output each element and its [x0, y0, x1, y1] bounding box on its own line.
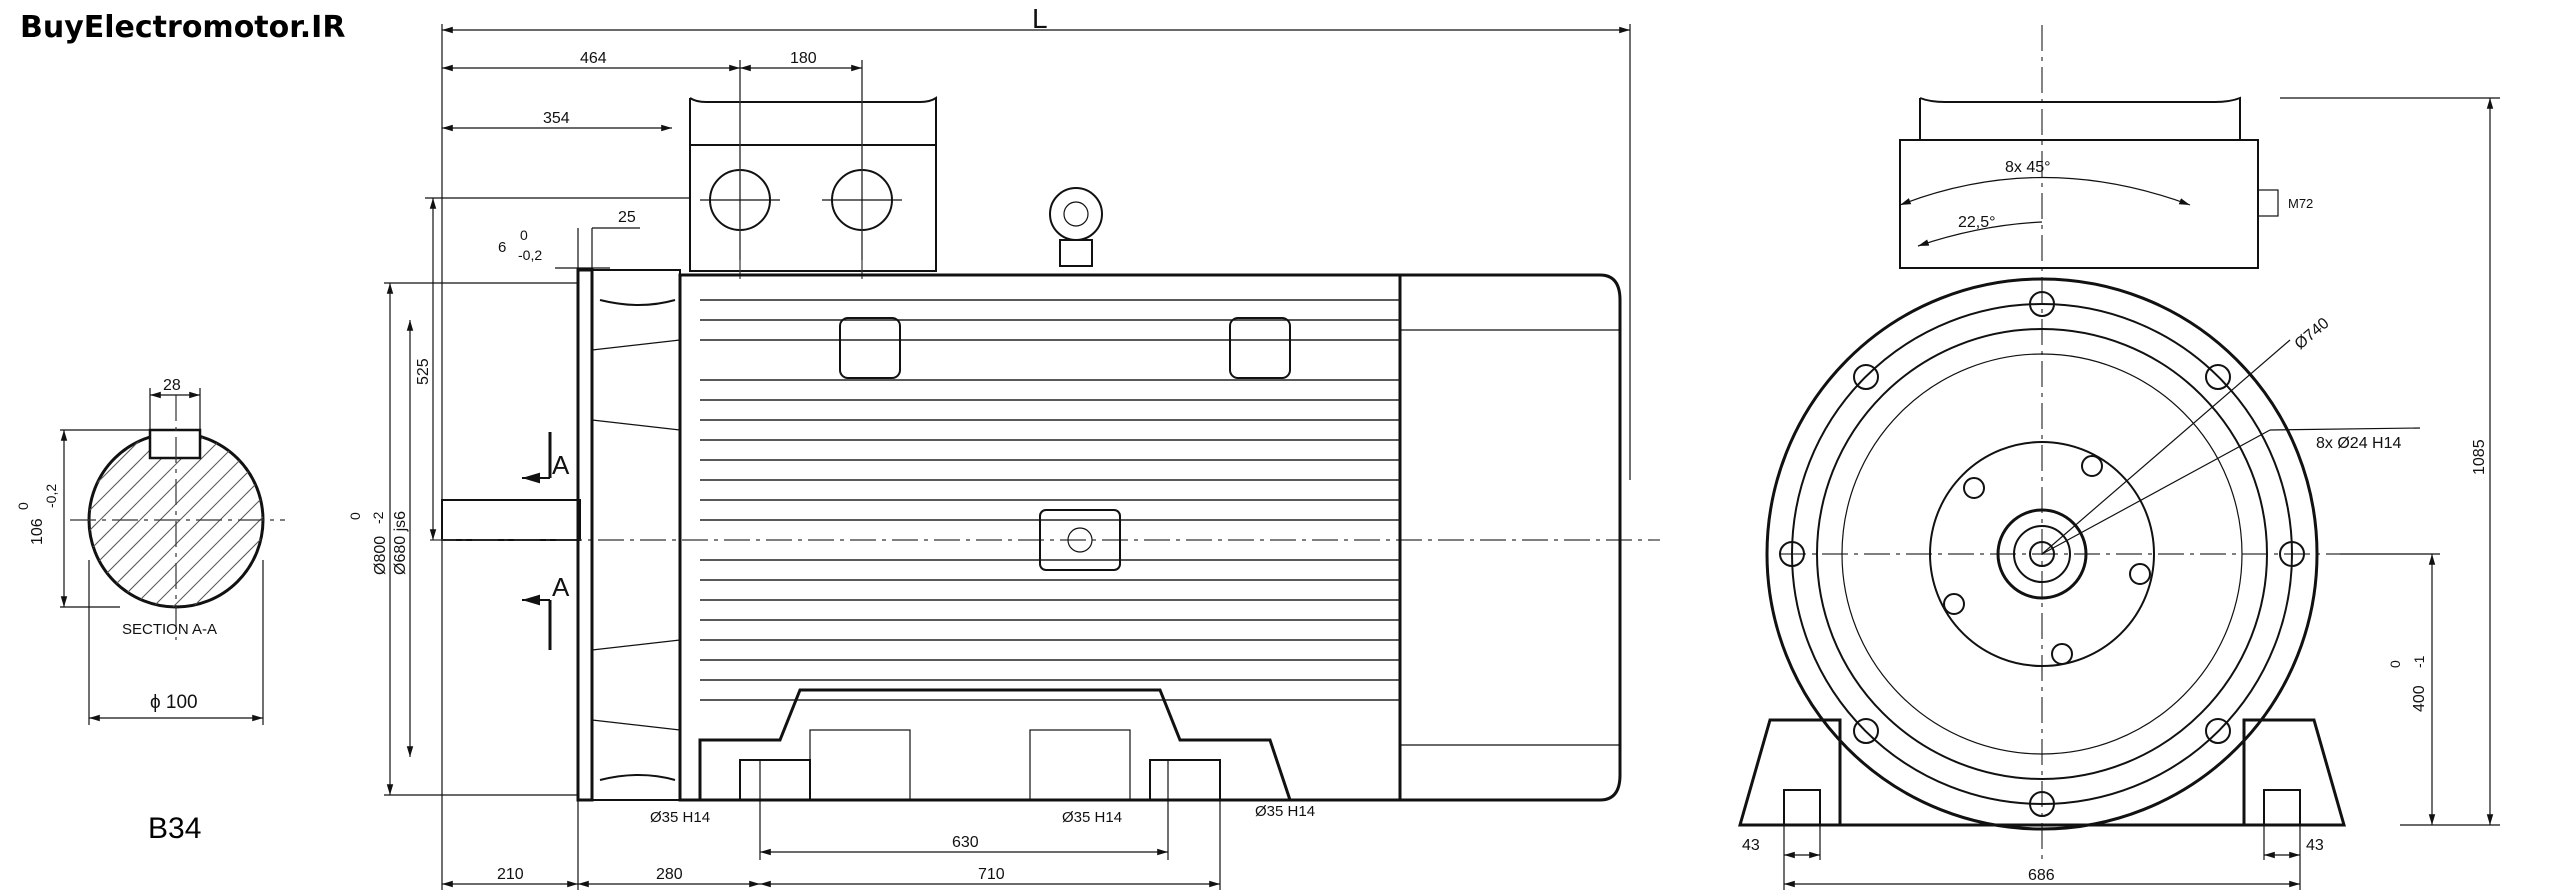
box-width-label: 180	[790, 50, 817, 67]
hole-dim-a: Ø35 H14	[650, 809, 710, 826]
section-view: 28 106 0 -0,2 SECTION A-A ϕ 100	[15, 377, 285, 725]
section-diameter-label: ϕ 100	[150, 692, 198, 713]
spigot-dia-label: Ø680 js6	[392, 511, 409, 575]
flange-dia-label: Ø800	[372, 536, 389, 575]
box-offset-label: 464	[580, 50, 607, 67]
angle-count-label: 8x 45°	[2005, 159, 2051, 176]
overall-height-label: 1085	[2471, 439, 2488, 475]
foot-left	[739, 759, 811, 801]
hole-dim-b: Ø35 H14	[1062, 809, 1122, 826]
end-foot-left	[1738, 718, 1842, 827]
shaft	[441, 499, 581, 541]
keyway	[148, 428, 202, 460]
end-terminal-box-cover	[1919, 96, 2241, 141]
lifting-offset-label: 354	[543, 110, 570, 127]
shaft-height-tol-hi: 0	[2387, 660, 2403, 668]
foot-right	[1149, 759, 1221, 801]
end-foot-right	[2242, 718, 2346, 827]
key-width-label: 28	[163, 377, 181, 394]
section-tol-bottom: -0,2	[43, 484, 59, 508]
hole-dim-c: Ø35 H14	[1255, 803, 1315, 820]
bearing-housing	[1929, 441, 2155, 667]
bolt-circle-label: 525	[415, 358, 432, 385]
section-mark-top: A	[552, 450, 570, 480]
shaft-height-tol-lo: -1	[2411, 655, 2427, 668]
angle-offset-label: 22,5°	[1958, 214, 1996, 231]
fan-cover	[1400, 273, 1622, 802]
flange-inner	[1816, 328, 2268, 780]
foot-edge-left-label: 43	[1742, 837, 1760, 854]
flange-thickness-label: 25	[618, 209, 636, 226]
flange-holes-label: 8x Ø24 H14	[2316, 435, 2401, 452]
flange-dia-tol-lo: -2	[370, 511, 386, 524]
foot-spacing-b-label: 710	[978, 866, 1005, 883]
spigot-tol-hi: 0	[520, 227, 528, 243]
lifting-eye	[1049, 187, 1103, 241]
terminal-box-cover	[689, 96, 937, 146]
end-view: M72 8x 45° 22,5° 1085 400 0 -1	[1738, 25, 2500, 890]
foot-span-label: 686	[2028, 867, 2055, 884]
section-height-label: 106	[29, 518, 46, 545]
flange-dia-tol-hi: 0	[347, 512, 363, 520]
brand-logo-text: BuyElectromotor.IR	[20, 10, 346, 45]
foot-offset-label: 280	[656, 866, 683, 883]
shaft-height-label: 400	[2411, 685, 2428, 712]
inner-bolt-holes	[1943, 455, 2151, 665]
shaft-length-label: 210	[497, 866, 524, 883]
overall-length-label: L	[1032, 3, 1048, 34]
section-title: SECTION A-A	[122, 621, 217, 638]
cooling-fins	[700, 299, 1400, 701]
spigot-depth-label: 6	[498, 239, 506, 256]
foot-edge-right-label: 43	[2306, 837, 2324, 854]
pcd-label: Ø740	[2292, 315, 2333, 353]
feet	[698, 688, 1292, 801]
end-terminal-box	[1899, 139, 2259, 269]
section-mark-bottom: A	[552, 572, 570, 602]
terminal-box	[689, 144, 937, 272]
flange-outer	[1791, 303, 2293, 805]
flange-bolt-holes	[1779, 291, 2305, 817]
spigot-tol-lo: -0,2	[518, 247, 542, 263]
nameplate	[1039, 509, 1121, 571]
foot-spacing-a-label: 630	[952, 834, 979, 851]
shaft-hatching	[89, 433, 263, 607]
section-tol-top: 0	[15, 502, 31, 510]
side-view: L 464 180 354 25 6 0 -0,2 Ø800 0 -2	[347, 3, 1660, 890]
flange-ribs-area	[591, 269, 681, 801]
thread-label: M72	[2288, 196, 2313, 211]
outer-fin-circle	[1765, 277, 2319, 831]
model-label: B34	[148, 812, 202, 845]
shaft-end	[1996, 508, 2088, 600]
thread-boss	[2257, 189, 2279, 217]
